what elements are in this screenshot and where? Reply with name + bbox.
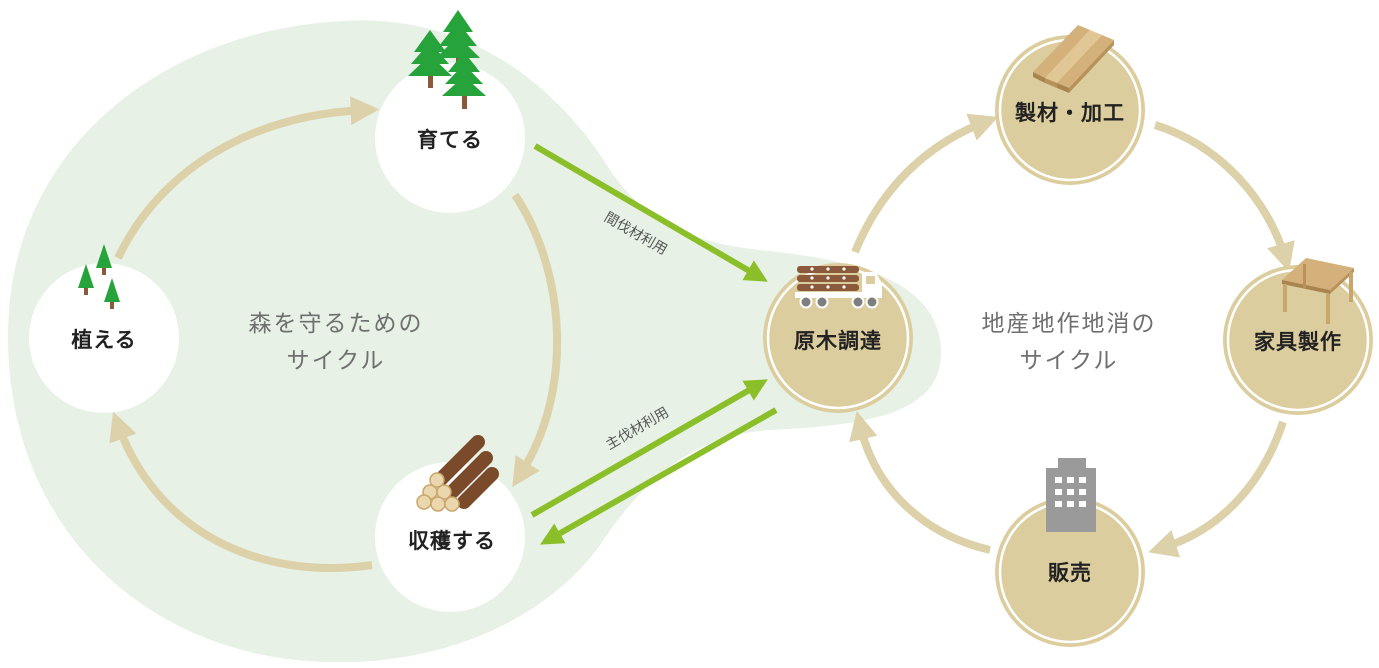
- local-cycle-title-line1: 地産地作地消の: [981, 311, 1157, 337]
- arrow-sell-to-procure: [849, 410, 991, 554]
- lumber-boards-icon: [1033, 25, 1114, 93]
- forest-cycle-title: 森を守るための サイクル: [249, 306, 424, 380]
- arrow-furniture-to-sell: [1148, 420, 1287, 558]
- log-truck-icon: [795, 266, 882, 309]
- logs-icon: [416, 435, 499, 512]
- node-harvest-label: 収穫する: [408, 529, 496, 553]
- arrow-procure-to-process: [851, 113, 999, 254]
- local-cycle-title-line2: サイクル: [1019, 348, 1119, 374]
- forest-cycle-area: [7, 20, 941, 663]
- node-procure-label: 原木調達: [794, 329, 882, 353]
- arrow-plant-to-grow: [114, 96, 380, 260]
- arrow-thinning-flow: [533, 143, 768, 282]
- arrow-process-to-furniture: [1153, 121, 1295, 272]
- node-sell-label: 販売: [1048, 561, 1092, 585]
- node-process-label: 製材・加工: [1015, 101, 1125, 125]
- arrow-return-flow: [540, 407, 778, 545]
- node-grow-circle: [375, 63, 525, 213]
- building-icon: [1046, 458, 1096, 532]
- local-cycle-title: 地産地作地消の サイクル: [982, 306, 1157, 380]
- arrow-harvest-to-plant: [109, 411, 373, 572]
- saplings-icon: [78, 244, 120, 309]
- forest-cycle-title-line2: サイクル: [286, 348, 386, 374]
- node-furniture-label: 家具製作: [1254, 330, 1342, 354]
- node-plant-label: 植える: [71, 328, 137, 352]
- trees-icon: [408, 10, 486, 109]
- node-grow-label: 育てる: [417, 128, 483, 152]
- arrow-grow-to-harvest: [511, 192, 562, 488]
- table-icon: [1282, 258, 1354, 324]
- arrow-main-timber-flow: [530, 379, 768, 518]
- forest-cycle-title-line1: 森を守るための: [248, 311, 424, 337]
- node-plant-circle: [29, 263, 179, 413]
- node-harvest-circle: [375, 462, 525, 612]
